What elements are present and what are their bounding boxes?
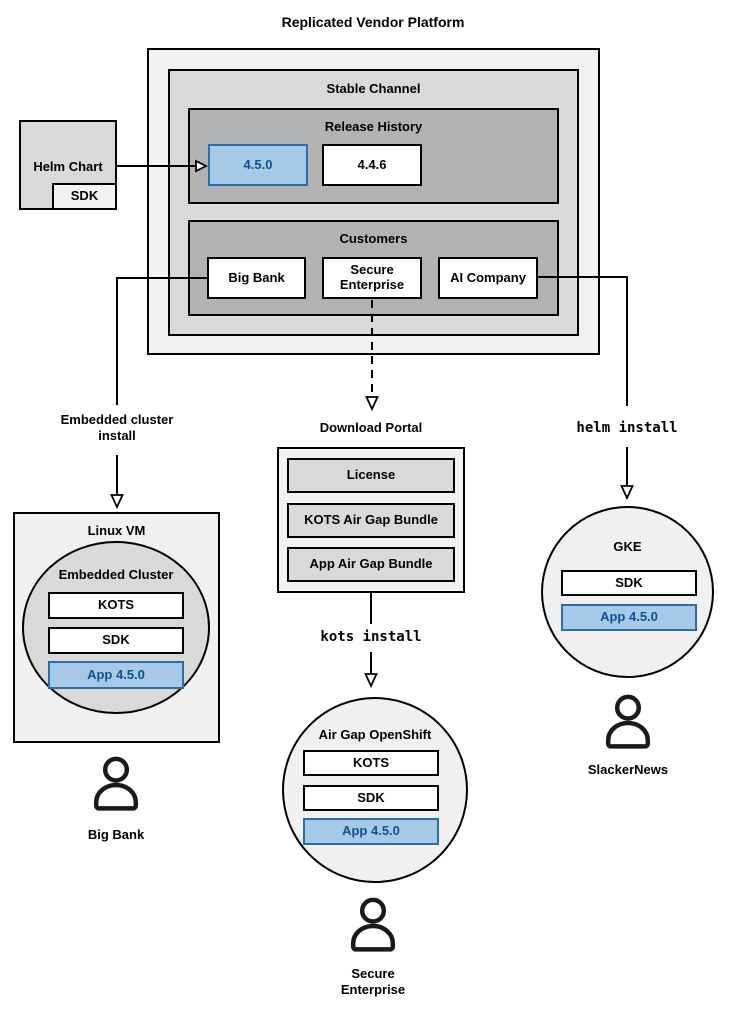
embedded-cluster-title: Embedded Cluster (58, 567, 174, 582)
persona-slackernews: SlackerNews (587, 762, 669, 777)
openshift-kots: KOTS (303, 750, 439, 776)
gke-title: GKE (613, 539, 642, 554)
user-icon (350, 897, 396, 952)
kots-install-label: kots install (320, 629, 422, 645)
customer-big-bank: Big Bank (207, 257, 306, 299)
linux-vm-kots: KOTS (48, 592, 184, 619)
linux-vm-title: Linux VM (87, 523, 146, 538)
helm-install-label: helm install (576, 420, 678, 436)
persona-big-bank: Big Bank (87, 827, 145, 842)
diagram-title: Replicated Vendor Platform (281, 14, 465, 30)
user-icon (605, 694, 651, 749)
customer-secure-enterprise: Secure Enterprise (322, 257, 422, 299)
release-4-5-0: 4.5.0 (208, 144, 308, 186)
portal-kots-bundle: KOTS Air Gap Bundle (287, 503, 455, 538)
linux-vm-sdk: SDK (48, 627, 184, 654)
stable-channel-title: Stable Channel (326, 81, 421, 96)
helm-chart-title: Helm Chart (33, 159, 103, 174)
helm-chart-sdk: SDK (52, 183, 117, 210)
air-gap-openshift-title: Air Gap OpenShift (318, 727, 432, 742)
openshift-app: App 4.5.0 (303, 818, 439, 845)
user-icon (93, 756, 139, 811)
release-4-4-6: 4.4.6 (322, 144, 422, 186)
customer-ai-company: AI Company (438, 257, 538, 299)
linux-vm-app: App 4.5.0 (48, 661, 184, 689)
embedded-install-label: Embedded cluster install (60, 412, 174, 444)
gke-sdk: SDK (561, 570, 697, 596)
gke-app: App 4.5.0 (561, 604, 697, 631)
customers-title: Customers (339, 231, 408, 246)
persona-secure-enterprise: Secure Enterprise (340, 966, 406, 998)
release-history-title: Release History (324, 119, 423, 134)
openshift-sdk: SDK (303, 785, 439, 811)
portal-license: License (287, 458, 455, 493)
portal-app-bundle: App Air Gap Bundle (287, 547, 455, 582)
download-portal-title: Download Portal (319, 420, 423, 435)
